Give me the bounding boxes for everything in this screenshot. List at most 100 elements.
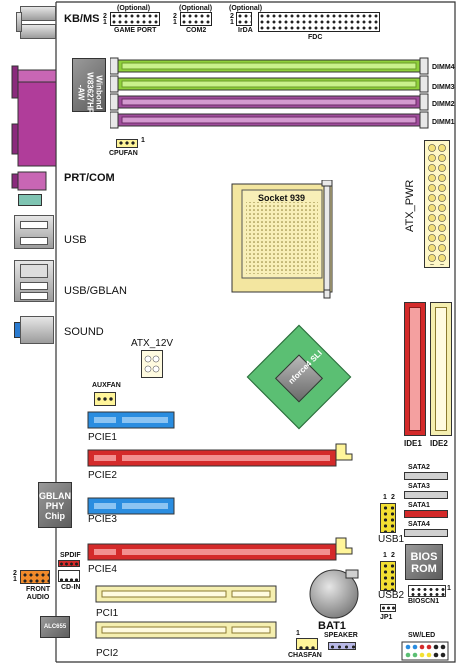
bioscn1-label: BIOSCN1 xyxy=(408,598,440,605)
com2-pin1: 1 xyxy=(173,19,177,26)
pci2-slot xyxy=(95,621,277,639)
usb1-header xyxy=(380,503,396,533)
bat1-label: BAT1 xyxy=(318,620,346,632)
pcie-slots xyxy=(87,411,353,561)
ide1-connector xyxy=(404,302,426,436)
gblan-text-2: PHY xyxy=(45,501,65,511)
pcie4-label: PCIE4 xyxy=(88,564,117,575)
dimm4-label: DIMM4 xyxy=(432,64,455,71)
pci1-slot xyxy=(95,585,277,603)
front-audio-pin2: 2 xyxy=(13,570,17,577)
front-audio-text-2: AUDIO xyxy=(26,594,50,601)
parallel-com-port xyxy=(11,65,57,191)
alc655-label: ALC655 xyxy=(43,624,67,630)
usb1-pin1: 1 xyxy=(383,494,387,501)
chasfan-pin1: 1 xyxy=(296,630,300,637)
usb1-label: USB1 xyxy=(378,534,405,545)
usb-label: USB xyxy=(64,234,87,246)
bioscn1-pin1: 1 xyxy=(447,585,451,592)
atx-pwr-label: ATX_PWR xyxy=(404,179,416,232)
atx-pwr-connector xyxy=(424,140,450,268)
ide2-connector xyxy=(430,302,452,436)
dimm1-label: DIMM1 xyxy=(432,119,455,126)
cpufan-pin1: 1 xyxy=(141,137,145,144)
irda-pin1: 1 xyxy=(230,19,234,26)
sata2-connector xyxy=(404,472,448,480)
irda-pin2: 2 xyxy=(230,13,234,20)
speaker-label: SPEAKER xyxy=(324,632,358,639)
cpufan-label: CPUFAN xyxy=(109,150,138,157)
fdc-header xyxy=(258,12,380,32)
bios-text-2: ROM xyxy=(411,563,437,575)
game-port-pin1: 1 xyxy=(103,19,107,26)
cd-in-label: CD-IN xyxy=(61,584,81,591)
winbond-text-1: Winbond xyxy=(94,75,104,110)
socket-label: Socket 939 xyxy=(258,193,306,203)
pci-slots xyxy=(95,585,277,639)
usb2-pin2: 2 xyxy=(391,552,395,559)
kbms-port xyxy=(14,6,58,42)
pci1-label: PCI1 xyxy=(96,608,119,619)
fdc-label: FDC xyxy=(308,34,323,41)
game-port-optional: (Optional) xyxy=(117,5,151,12)
dimm-slots xyxy=(110,57,429,129)
dimm1-slot xyxy=(110,111,429,129)
pcie4-slot xyxy=(87,537,353,561)
sata1-connector xyxy=(404,510,448,518)
gblan-phy-chip: GBLAN PHY Chip xyxy=(38,482,72,528)
dimm4-slot xyxy=(110,57,429,75)
pcie1-slot xyxy=(87,411,175,429)
front-audio-label: FRONT AUDIO xyxy=(26,586,50,602)
pcie2-slot xyxy=(87,443,353,467)
auxfan-label: AUXFAN xyxy=(92,382,121,389)
jp1-jumper xyxy=(380,604,396,612)
alc655-chip xyxy=(40,616,70,638)
sata3-connector xyxy=(404,491,448,499)
swled-label: SW/LED xyxy=(408,632,436,639)
sound-label: SOUND xyxy=(64,326,104,338)
cd-in-header xyxy=(58,570,80,582)
sata1-label: SATA1 xyxy=(408,502,430,509)
winbond-chip: Winbond W83627HF -AW xyxy=(72,58,106,113)
ide1-label: IDE1 xyxy=(404,439,422,448)
irda-optional: (Optional) xyxy=(229,5,263,12)
usb2-label: USB2 xyxy=(378,590,405,601)
chasfan-label: CHASFAN xyxy=(288,652,322,659)
cpufan-header xyxy=(116,139,138,148)
bios-text-1: BIOS xyxy=(410,551,438,563)
pci2-label: PCI2 xyxy=(96,648,119,659)
game-port-pin2: 2 xyxy=(103,13,107,20)
swled-header xyxy=(401,641,449,661)
com2-label: COM2 xyxy=(186,27,207,34)
sound-port xyxy=(14,316,60,346)
gblan-text-1: GBLAN xyxy=(39,491,71,501)
atx-12v-connector xyxy=(141,350,163,378)
atx-12v-label: ATX_12V xyxy=(131,338,174,349)
usb1-pin2: 2 xyxy=(391,494,395,501)
com2-header xyxy=(180,12,212,26)
dimm2-slot xyxy=(110,93,429,111)
pcie2-label: PCIE2 xyxy=(88,470,117,481)
dimm3-slot xyxy=(110,75,429,93)
front-audio-header xyxy=(20,570,50,584)
front-audio-pin1: 1 xyxy=(13,576,17,583)
prt-com-label: PRT/COM xyxy=(64,172,115,184)
jp1-label: JP1 xyxy=(380,614,393,621)
speaker-header xyxy=(328,642,356,650)
irda-label: IrDA xyxy=(238,27,253,34)
pcie3-label: PCIE3 xyxy=(88,514,117,525)
bios-rom-chip: BIOS ROM xyxy=(405,544,443,580)
front-audio-text-1: FRONT xyxy=(26,586,51,593)
game-port-header xyxy=(110,12,160,26)
usb-gblan-label: USB/GBLAN xyxy=(64,285,127,297)
sata2-label: SATA2 xyxy=(408,464,430,471)
sata3-label: SATA3 xyxy=(408,483,430,490)
bioscn1-header xyxy=(408,585,446,597)
sata4-connector xyxy=(404,529,448,537)
gblan-text-3: Chip xyxy=(45,511,65,521)
winbond-text-3: -AW xyxy=(76,84,86,101)
pcie3-slot xyxy=(87,497,175,515)
winbond-text-2: W83627HF xyxy=(85,72,95,113)
dimm2-label: DIMM2 xyxy=(432,101,455,108)
